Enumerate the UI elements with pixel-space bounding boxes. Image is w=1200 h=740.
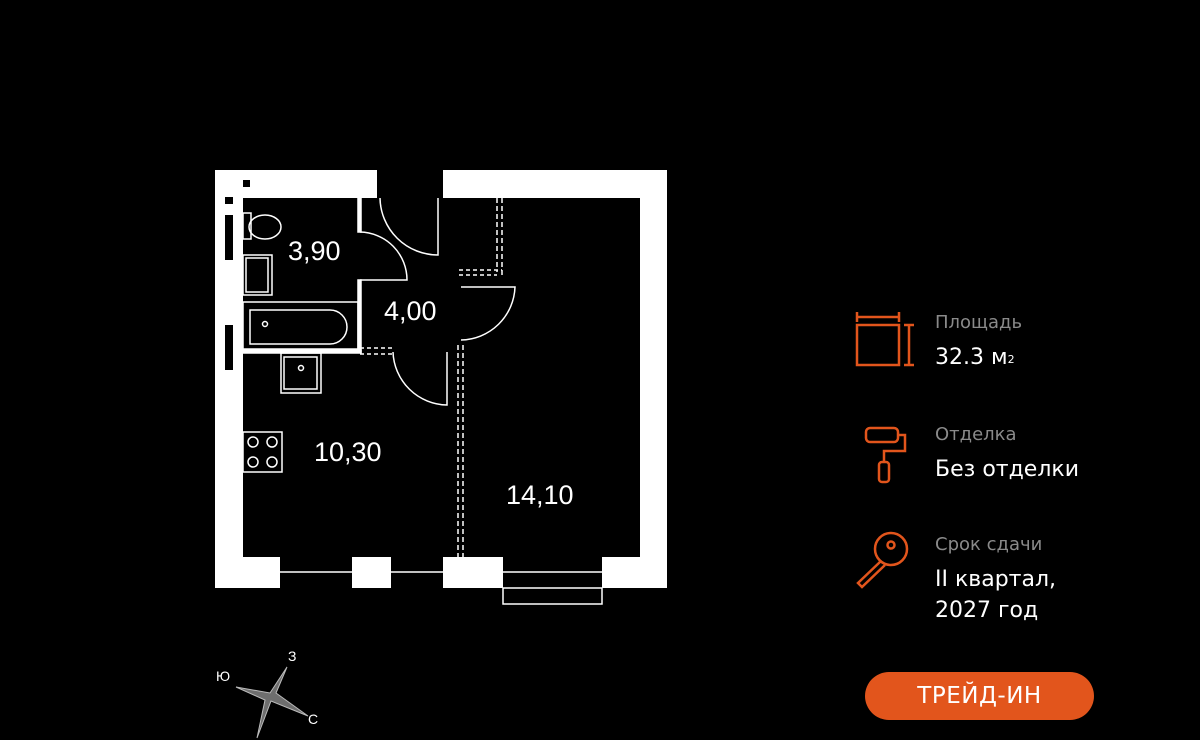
room-area-living: 14,10: [506, 480, 574, 510]
stove-icon: [242, 431, 283, 473]
area-unit-sup: 2: [1007, 353, 1015, 366]
area-label: Площадь: [935, 312, 1023, 333]
door-bathroom: [359, 231, 408, 281]
delivery-label: Срок сдачи: [935, 534, 1043, 555]
room-area-hall: 4,00: [384, 296, 437, 326]
room-area-bathroom: 3,90: [288, 236, 341, 266]
compass-icon: [235, 666, 309, 739]
door-living: [460, 286, 516, 341]
area-value: 32.3 м2: [935, 342, 1015, 373]
door-entrance: [379, 197, 439, 256]
compass-north-label: С: [308, 711, 319, 727]
paint-roller-icon: [864, 426, 907, 484]
delivery-year: 2027 год: [935, 598, 1039, 623]
wall-top-right: [443, 170, 667, 198]
toilet-icon: [242, 212, 282, 240]
finish-value: Без отделки: [935, 457, 1079, 482]
key-icon: [856, 531, 909, 589]
balcony: [502, 587, 603, 605]
window-left-1: [225, 215, 233, 260]
delivery-quarter: II квартал,: [935, 567, 1057, 592]
bathtub-icon: [242, 301, 359, 350]
compass-west-label: З: [288, 648, 297, 664]
area-value-text: 32.3 м: [935, 345, 1008, 370]
compass-south-label: Ю: [216, 668, 231, 684]
kitchen-sink-icon: [280, 352, 322, 394]
wall-right: [640, 170, 667, 588]
room-area-kitchen: 10,30: [314, 437, 382, 467]
area-icon: [855, 312, 914, 367]
trade-in-button[interactable]: ТРЕЙД-ИН: [865, 672, 1094, 720]
door-kitchen: [392, 351, 448, 406]
delivery-value: II квартал, 2027 год: [935, 564, 1056, 626]
window-left-2: [225, 325, 233, 370]
sink-icon: [242, 254, 273, 296]
finish-label: Отделка: [935, 424, 1017, 445]
